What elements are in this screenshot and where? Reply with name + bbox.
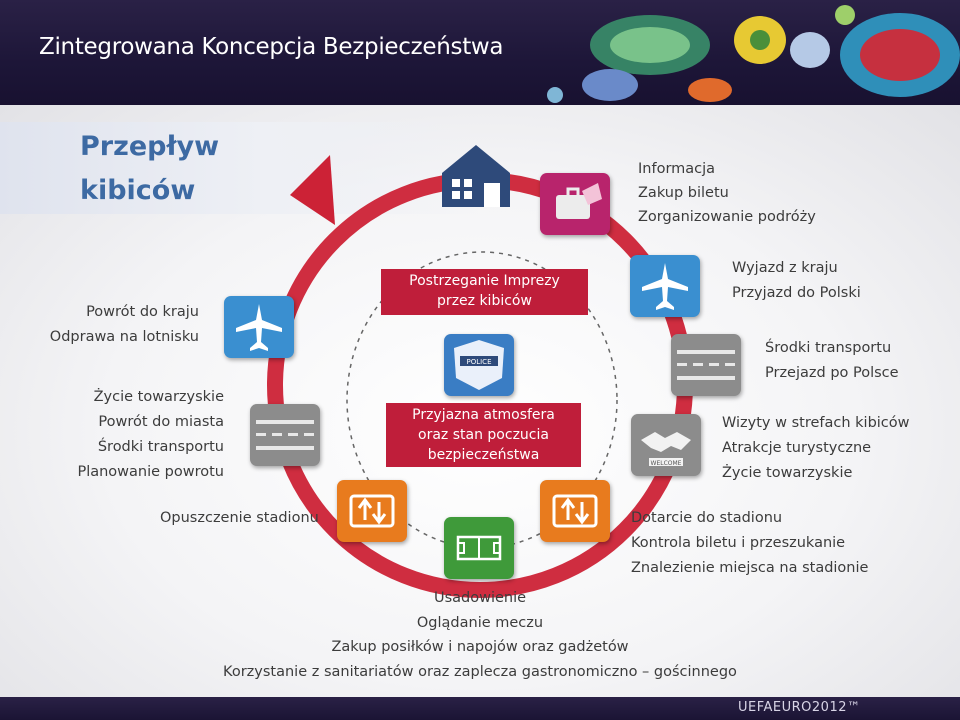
box-line: oraz stan poczucia — [418, 427, 549, 443]
label-line: Znalezienie miejsca na stadionie — [631, 560, 869, 576]
box-line: przez kibiców — [437, 293, 532, 309]
header-bar: Zintegrowana Koncepcja Bezpieczeństwa — [0, 0, 960, 105]
label-line: Przyjazd do Polski — [732, 285, 861, 301]
police-label: POLICE — [466, 358, 491, 366]
label-group-fan-zones: Wizyty w strefach kibiców Atrakcje turys… — [722, 411, 910, 486]
box-line: Postrzeganie Imprezy — [409, 273, 560, 289]
label-line: Powrót do kraju — [86, 304, 199, 320]
box-line: bezpieczeństwa — [427, 447, 540, 463]
road-icon — [671, 334, 741, 396]
label-line: Usadowienie — [433, 590, 527, 606]
label-line: Oglądanie meczu — [416, 614, 544, 631]
atmosphere-box: Przyjazna atmosfera oraz stan poczucia b… — [386, 403, 581, 467]
label-line: Środki transportu — [765, 340, 892, 356]
entry-exit-icon — [540, 480, 610, 542]
label-line: Środki transportu — [97, 439, 224, 455]
label-line: Odprawa na lotnisku — [49, 329, 199, 345]
label-group-information: Informacja Zakup biletu Zorganizowanie p… — [638, 157, 816, 229]
label-group-stadium-arrival: Dotarcie do stadionu Kontrola biletu i p… — [631, 506, 868, 581]
label-line: Wyjazd z kraju — [732, 260, 838, 276]
label-line: Zakup biletu — [638, 185, 729, 201]
label-line: Życie towarzyskie — [93, 389, 224, 405]
page-title: Zintegrowana Koncepcja Bezpieczeństwa — [39, 34, 504, 60]
police-icon: POLICE — [444, 334, 514, 396]
headline-line-1: Przepływ — [80, 131, 220, 162]
ticket-icon — [540, 173, 610, 235]
label-line: Wizyty w strefach kibiców — [722, 415, 910, 431]
label-line: Planowanie powrotu — [77, 464, 224, 480]
perception-box: Postrzeganie Imprezy przez kibiców — [381, 269, 588, 315]
footer-bar: UEFAEURO2012™ — [0, 697, 960, 720]
label-line: Zorganizowanie podróży — [638, 209, 816, 225]
label-line: Powrót do miasta — [98, 414, 224, 430]
handshake-icon: WELCOME — [631, 414, 701, 476]
label-group-in-stadium: Usadowienie Oglądanie meczu Zakup posiłk… — [0, 586, 960, 684]
label-group-return-planning: Życie towarzyskie Powrót do miasta Środk… — [77, 385, 224, 485]
box-line: Przyjazna atmosfera — [412, 407, 555, 423]
plane-icon — [630, 255, 700, 317]
stadium-art — [547, 5, 960, 103]
label-line: Korzystanie z sanitariatów oraz zaplecza… — [223, 663, 737, 680]
welcome-label: WELCOME — [651, 460, 682, 467]
label-leaving-stadium: Opuszczenie stadionu — [160, 510, 319, 526]
road-icon — [250, 404, 320, 466]
label-line: Dotarcie do stadionu — [631, 510, 783, 526]
uefa-euro-logo: UEFAEURO2012™ — [738, 700, 861, 715]
section-headline: Przepływ kibiców — [80, 125, 219, 213]
label-line: Zakup posiłków i napojów oraz gadżetów — [331, 639, 629, 655]
plane-icon — [224, 296, 294, 358]
label-line: Atrakcje turystyczne — [722, 440, 872, 456]
label-line: Kontrola biletu i przeszukanie — [631, 535, 846, 551]
label-group-transport: Środki transportu Przejazd po Polsce — [765, 336, 899, 386]
label-line: Przejazd po Polsce — [765, 365, 899, 381]
pitch-icon — [444, 517, 514, 579]
entry-exit-icon — [337, 480, 407, 542]
house-icon — [442, 145, 510, 207]
label-group-travel: Wyjazd z kraju Przyjazd do Polski — [732, 256, 861, 306]
headline-line-2: kibiców — [80, 175, 196, 206]
label-line: Życie towarzyskie — [722, 465, 853, 481]
label-group-return-home: Powrót do kraju Odprawa na lotnisku — [50, 300, 199, 350]
label-line: Informacja — [638, 161, 716, 177]
